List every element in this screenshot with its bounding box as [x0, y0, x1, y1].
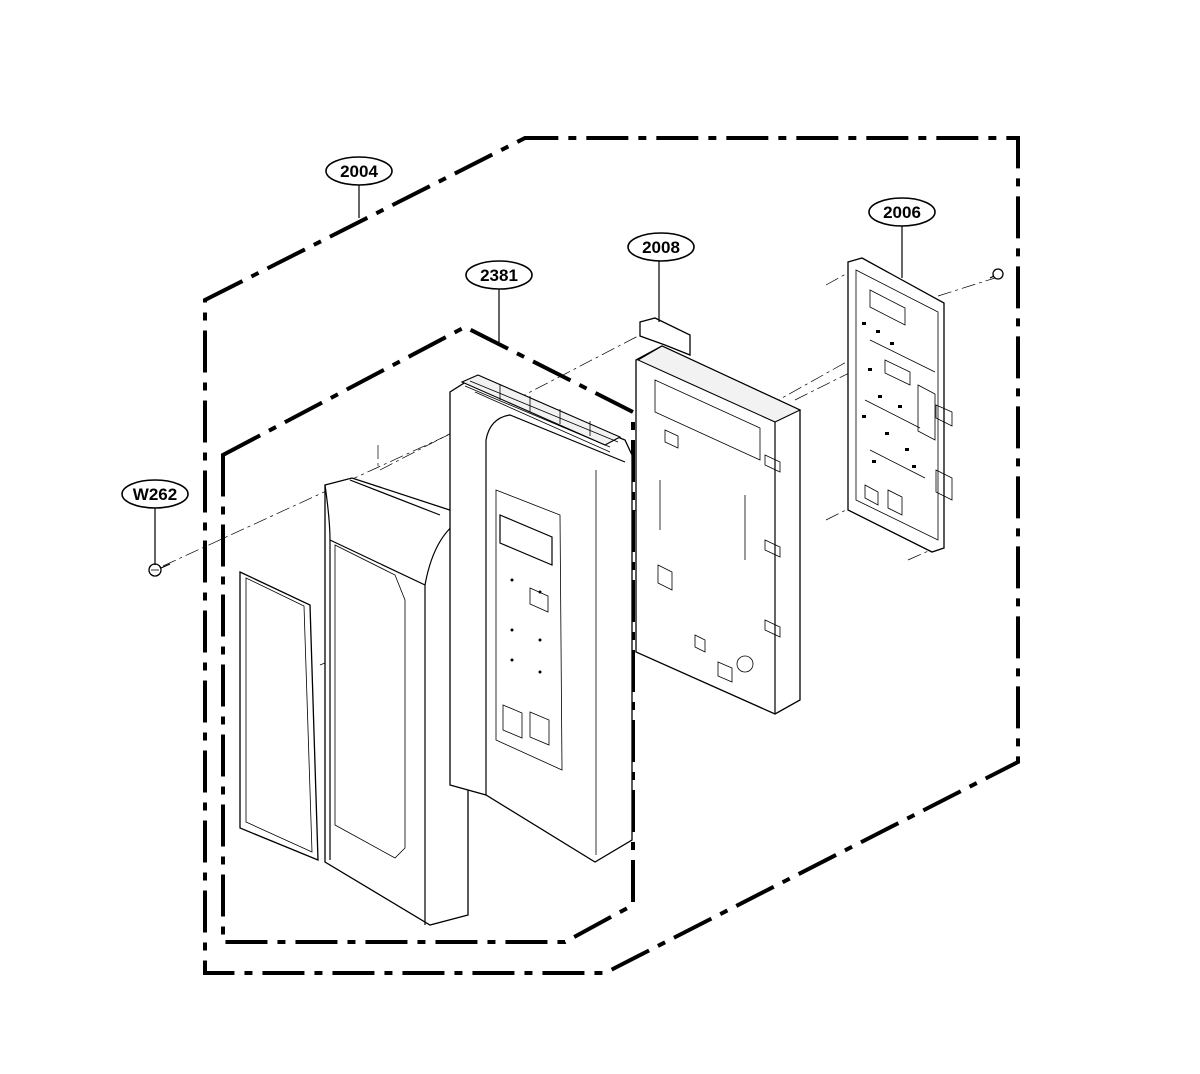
- callout-2008: 2008: [627, 232, 695, 262]
- callout-2381: 2381: [465, 260, 533, 290]
- pcb-bracket: [635, 317, 802, 715]
- callout-w262: W262: [121, 479, 189, 509]
- callout-2006: 2006: [868, 197, 936, 227]
- callout-w262-label: W262: [133, 485, 177, 504]
- screw-w262-part: [148, 563, 171, 577]
- callout-2004-label: 2004: [340, 162, 378, 181]
- front-film-panel: [239, 570, 319, 861]
- callout-2004: 2004: [325, 156, 393, 186]
- assembly-2004-boundary: [203, 136, 1020, 975]
- front-cover: [324, 477, 469, 926]
- callout-2006-label: 2006: [883, 203, 921, 222]
- pcb-board: [847, 257, 953, 553]
- callout-2381-label: 2381: [480, 266, 518, 285]
- pcb-screw-part: [989, 268, 1004, 280]
- control-frame: [449, 374, 633, 863]
- callout-2008-label: 2008: [642, 238, 680, 257]
- callout-leaders: [154, 184, 903, 565]
